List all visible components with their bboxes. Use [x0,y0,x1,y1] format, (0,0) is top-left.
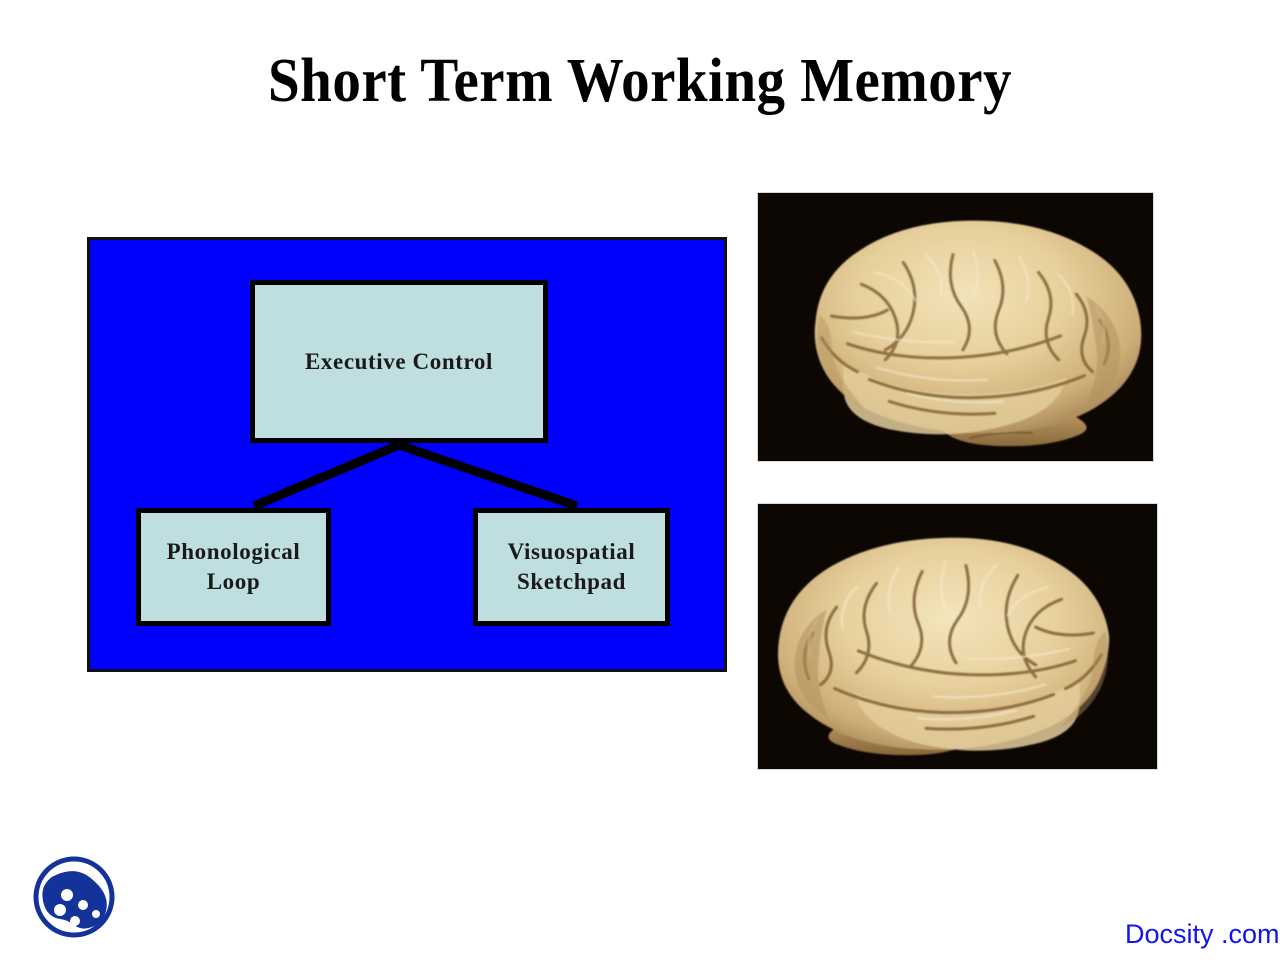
docsity-owl-logo [26,851,122,944]
connector-executive-to-visuospatial [397,440,579,511]
diagram-node-label: Executive Control [304,348,493,374]
docsity-wordmark: Docsity .com [1125,919,1280,949]
brain-photo-lateral-right [757,503,1158,770]
brain-illustration [758,504,1157,769]
diagram-node-label: Visuospatial Sketchpad [507,539,636,594]
diagram-node-phonological-loop[interactable]: Phonological Loop [136,508,331,626]
diagram-node-visuospatial-sketchpad[interactable]: Visuospatial Sketchpad [473,508,670,626]
working-memory-diagram: Executive Control Phonological Loop Visu… [87,237,727,672]
brain-illustration [758,193,1153,461]
docsity-logo-icon [33,856,115,938]
page-title: Short Term Working Memory [267,47,1013,115]
brain-photo-lateral-left [757,192,1154,462]
connector-executive-to-phonological [252,440,401,511]
diagram-node-label: Phonological Loop [166,539,301,594]
diagram-node-executive-control[interactable]: Executive Control [250,280,548,443]
